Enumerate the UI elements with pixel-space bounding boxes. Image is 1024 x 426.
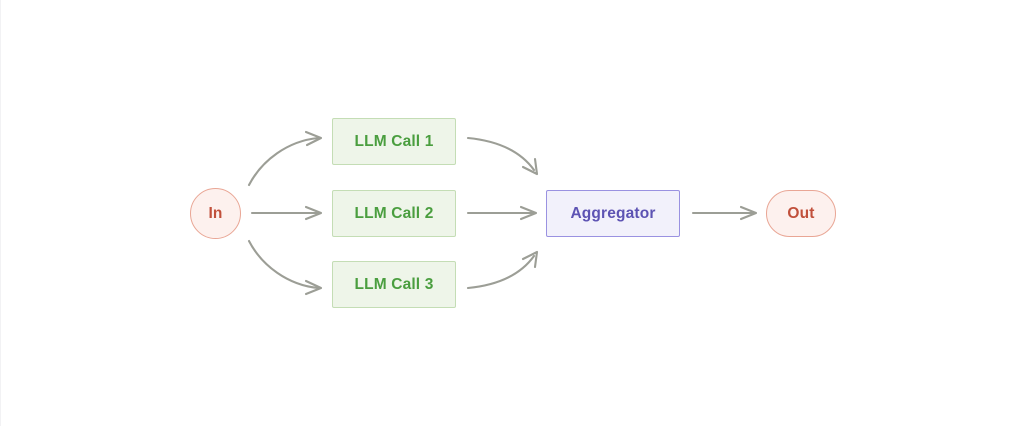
node-llm-call-1[interactable]: LLM Call 1	[332, 118, 456, 165]
node-llm-call-2-label: LLM Call 2	[354, 204, 434, 222]
node-out-label: Out	[787, 204, 815, 222]
edge-in-to-llm-call-3	[247, 239, 323, 296]
node-llm-call-3-label: LLM Call 3	[354, 275, 434, 293]
edge-llm-call-1-to-aggregator	[466, 136, 539, 176]
node-llm-call-1-label: LLM Call 1	[354, 132, 434, 150]
edge-in-to-llm-call-2	[250, 205, 323, 221]
edge-llm-call-3-to-aggregator	[466, 250, 539, 290]
edge-in-to-llm-call-1	[247, 130, 323, 187]
canvas-left-rule	[0, 0, 1, 426]
node-in-label: In	[208, 204, 223, 222]
edge-aggregator-to-out	[691, 205, 758, 221]
node-aggregator-label: Aggregator	[570, 204, 656, 222]
node-llm-call-3[interactable]: LLM Call 3	[332, 261, 456, 308]
edge-llm-call-2-to-aggregator	[466, 205, 538, 221]
node-llm-call-2[interactable]: LLM Call 2	[332, 190, 456, 237]
node-in[interactable]: In	[190, 188, 241, 239]
node-aggregator[interactable]: Aggregator	[546, 190, 680, 237]
node-out[interactable]: Out	[766, 190, 836, 237]
